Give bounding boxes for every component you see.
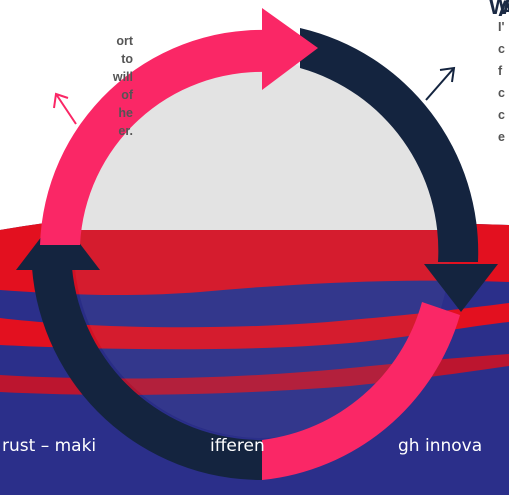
tagline-left: rust – maki [2, 436, 97, 456]
right-paragraph-line: I' [498, 20, 505, 34]
left-paragraph: ort to will of he er. [0, 32, 133, 140]
cycle-segment-bottom-left [32, 268, 262, 481]
cycle-segment-top-right [300, 28, 479, 262]
cycle-segment-bottom-right [262, 302, 460, 480]
cycle-arrowhead-top [262, 8, 318, 90]
left-paragraph-line: he [118, 106, 133, 120]
cycle-segment-top-left [40, 29, 268, 245]
right-paragraph-line: c [498, 42, 505, 56]
right-paragraph-line: c [498, 86, 505, 100]
right-heading: A [498, 0, 509, 21]
left-paragraph-line: er. [118, 124, 133, 138]
right-paragraph: I' c f c c e [498, 16, 505, 148]
left-paragraph-line: of [121, 88, 133, 102]
right-paragraph-line: e [498, 130, 505, 144]
right-paragraph-line: c [498, 108, 505, 122]
cycle-arrowhead-right [424, 264, 498, 312]
arrow-up-right-icon [425, 66, 456, 101]
left-paragraph-line: will [112, 70, 133, 84]
tagline-middle: ifferen [210, 436, 265, 456]
left-heading: W [489, 0, 509, 19]
inner-circle [74, 62, 450, 438]
left-paragraph-line: ort [116, 34, 133, 48]
tagline-right: gh innova [398, 436, 483, 456]
left-paragraph-line: to [121, 52, 133, 66]
arrow-up-left-icon [53, 92, 77, 125]
right-paragraph-line: f [498, 64, 503, 78]
